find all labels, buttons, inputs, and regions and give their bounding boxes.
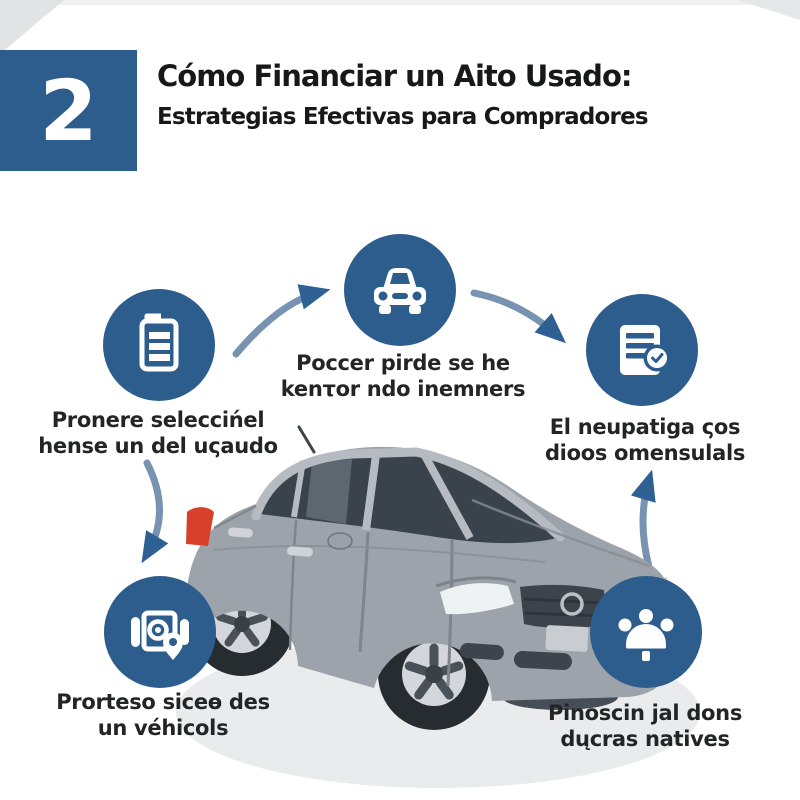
step5-label-line2: dųcras natives <box>560 727 730 752</box>
step4-circle <box>104 576 216 688</box>
step1-label-line1: Pronere seleccińel <box>51 408 265 432</box>
car-illustration <box>176 425 700 788</box>
paw-icon <box>618 609 674 661</box>
arrow-step1-to-step4 <box>141 459 169 564</box>
step4-label: Prorteso siceɵ des un véhicols <box>23 689 303 741</box>
car-emblem <box>560 592 584 616</box>
step3-label-line1: El neupatiga ςos <box>549 415 741 439</box>
car-front-icon <box>374 268 426 314</box>
step5-label: Pinoscin jal dons dųcras natives <box>505 700 785 752</box>
step-number: 2 <box>39 61 98 160</box>
step-number-badge: 2 <box>0 50 137 171</box>
step4-label-line2: un véhicols <box>97 716 229 741</box>
document-list-icon <box>139 313 179 372</box>
step5-label-line1: Pinoscin jal dons <box>547 701 743 725</box>
step1-label: Pronere seleccińel hense un del uςaudo <box>18 407 298 459</box>
arrow-step5-to-step3 <box>630 469 656 571</box>
step1-label-line2: hense un del uςaudo <box>38 434 278 459</box>
arrow-step1-to-step2 <box>232 284 331 358</box>
step2-label-line1: Poccer pirde se he <box>296 351 510 375</box>
step2-label: Poccer pirde se he kenτor ndo inemners <box>263 350 543 402</box>
car-roofline <box>251 447 565 542</box>
car-mirror <box>327 532 353 550</box>
car-taillight <box>186 507 214 546</box>
car-headlight <box>440 583 514 615</box>
flow-arrows <box>141 284 656 571</box>
arrow-step2-to-step3 <box>470 289 567 344</box>
step5-circle <box>590 576 702 688</box>
step3-circle <box>586 294 698 406</box>
car-license-plate <box>545 625 589 652</box>
title-line2: Estrategias Efectivas para Compradores <box>157 103 649 130</box>
step2-label-line2: kenτor ndo inemners <box>280 377 526 402</box>
corner-decorations <box>0 0 800 54</box>
page-title: Cómo Financiar un Aito Usado: Estrategia… <box>157 58 649 133</box>
car-door-handle <box>286 546 313 557</box>
camera-location-icon <box>131 610 189 660</box>
document-check-icon <box>620 325 671 375</box>
step4-label-line1: Prorteso siceɵ des <box>56 690 270 714</box>
car-door-handle <box>227 527 253 538</box>
step3-label-line2: dioos omensulals <box>544 441 746 466</box>
car-antenna <box>297 425 316 454</box>
step1-circle <box>103 289 215 401</box>
title-line1: Cómo Financiar un Aito Usado: <box>157 59 632 93</box>
step3-label: El neupatiga ςos dioos omensulals <box>505 414 785 466</box>
step2-circle <box>344 234 456 346</box>
